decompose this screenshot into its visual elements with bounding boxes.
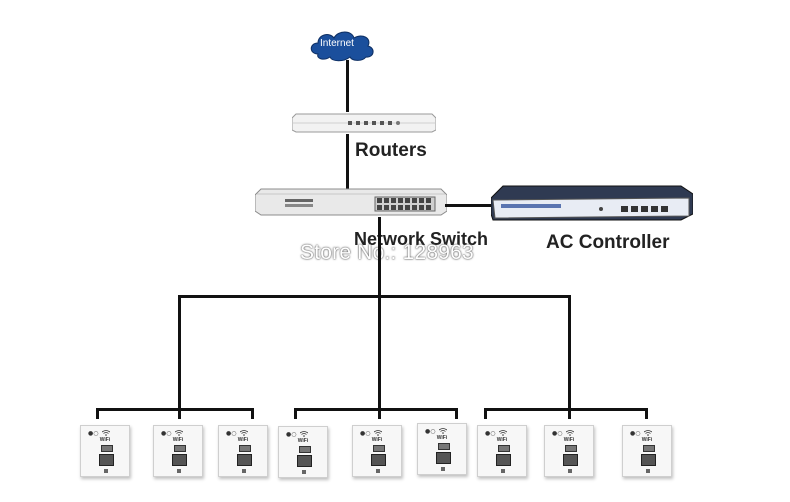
wifi-panel: ●○ WiFi	[80, 425, 130, 477]
router-device	[291, 112, 437, 134]
wifi-panel-label: WiFi	[641, 437, 653, 443]
wifi-icon	[499, 430, 507, 436]
wifi-panel-label: WiFi	[563, 437, 575, 443]
group-bracket-left-tick-3	[251, 408, 254, 419]
ethernet-port-icon	[297, 455, 312, 467]
ethernet-port-icon	[496, 454, 511, 466]
wifi-panel-label: WiFi	[436, 435, 448, 441]
status-led-icon	[104, 469, 108, 473]
wifi-panel: ●○ WiFi	[278, 426, 328, 478]
status-led-icon	[646, 469, 650, 473]
group-bracket-left-tick-2	[178, 408, 181, 419]
connector-switch-controller	[445, 204, 493, 207]
group-bracket-center-tick-2	[378, 408, 381, 419]
group-bracket-right-tick-3	[645, 408, 648, 419]
group-bracket-right-tick-1	[484, 408, 487, 419]
indicator-dots-icon: ●○	[630, 430, 641, 437]
usb-port-icon	[101, 445, 113, 452]
indicator-dots-icon: ●○	[425, 428, 436, 435]
usb-port-icon	[565, 445, 577, 452]
wifi-panel: ●○ WiFi	[153, 425, 203, 477]
wifi-panel-label: WiFi	[172, 437, 184, 443]
ethernet-port-icon	[172, 454, 187, 466]
store-watermark: Store No.: 128963	[300, 241, 474, 264]
drop-right	[568, 295, 571, 409]
wifi-icon	[374, 430, 382, 436]
group-bracket-right	[484, 408, 648, 411]
wifi-panel-label: WiFi	[237, 437, 249, 443]
wifi-icon	[240, 430, 248, 436]
indicator-dots-icon: ●○	[226, 430, 237, 437]
usb-port-icon	[174, 445, 186, 452]
ethernet-port-icon	[436, 452, 451, 464]
indicator-dots-icon: ●○	[360, 430, 371, 437]
wifi-panel: ●○ WiFi	[477, 425, 527, 477]
group-bracket-right-tick-2	[568, 408, 571, 419]
wifi-icon	[300, 431, 308, 437]
indicator-dots-icon: ●○	[485, 430, 496, 437]
wifi-icon	[566, 430, 574, 436]
network-switch-label: Network Switch	[354, 229, 489, 249]
wifi-panel: ●○ WiFi	[622, 425, 672, 477]
usb-port-icon	[498, 445, 510, 452]
wifi-panel-label: WiFi	[496, 437, 508, 443]
ethernet-port-icon	[237, 454, 252, 466]
status-led-icon	[302, 470, 306, 474]
ethernet-port-icon	[371, 454, 386, 466]
ac-controller-label: AC Controller	[546, 232, 670, 253]
ac-controller-device	[490, 184, 694, 222]
wifi-icon	[439, 428, 447, 434]
status-led-icon	[501, 469, 505, 473]
status-led-icon	[568, 469, 572, 473]
main-bus-line	[178, 295, 571, 298]
ethernet-port-icon	[641, 454, 656, 466]
usb-port-icon	[643, 445, 655, 452]
status-led-icon	[242, 469, 246, 473]
indicator-dots-icon: ●○	[286, 431, 297, 438]
internet-label: Internet	[320, 38, 354, 49]
wifi-icon	[102, 430, 110, 436]
drop-left	[178, 295, 181, 409]
indicator-dots-icon: ●○	[161, 430, 172, 437]
connector-router-switch	[346, 134, 349, 190]
status-led-icon	[376, 469, 380, 473]
router-label: Routers	[355, 140, 427, 161]
group-bracket-center-tick-1	[294, 408, 297, 419]
network-switch-device	[254, 187, 448, 217]
indicator-dots-icon: ●○	[552, 430, 563, 437]
wifi-icon	[644, 430, 652, 436]
connector-switch-trunk	[378, 217, 381, 297]
wifi-panel: ●○ WiFi	[218, 425, 268, 477]
internet-cloud-icon	[310, 31, 374, 62]
wifi-panel-label: WiFi	[297, 438, 309, 444]
group-bracket-center	[294, 408, 458, 411]
usb-port-icon	[299, 446, 311, 453]
wifi-panel-label: WiFi	[99, 437, 111, 443]
usb-port-icon	[373, 445, 385, 452]
wifi-icon	[175, 430, 183, 436]
indicator-dots-icon: ●○	[88, 430, 99, 437]
group-bracket-left-tick-1	[96, 408, 99, 419]
connector-internet-router	[346, 60, 349, 112]
wifi-panel-label: WiFi	[371, 437, 383, 443]
group-bracket-center-tick-3	[455, 408, 458, 419]
usb-port-icon	[438, 443, 450, 450]
wifi-panel: ●○ WiFi	[352, 425, 402, 477]
wifi-panel: ●○ WiFi	[544, 425, 594, 477]
ethernet-port-icon	[563, 454, 578, 466]
status-led-icon	[177, 469, 181, 473]
group-bracket-left	[96, 408, 254, 411]
usb-port-icon	[239, 445, 251, 452]
status-led-icon	[441, 467, 445, 471]
ethernet-port-icon	[99, 454, 114, 466]
wifi-panel: ●○ WiFi	[417, 423, 467, 475]
drop-center	[378, 295, 381, 409]
